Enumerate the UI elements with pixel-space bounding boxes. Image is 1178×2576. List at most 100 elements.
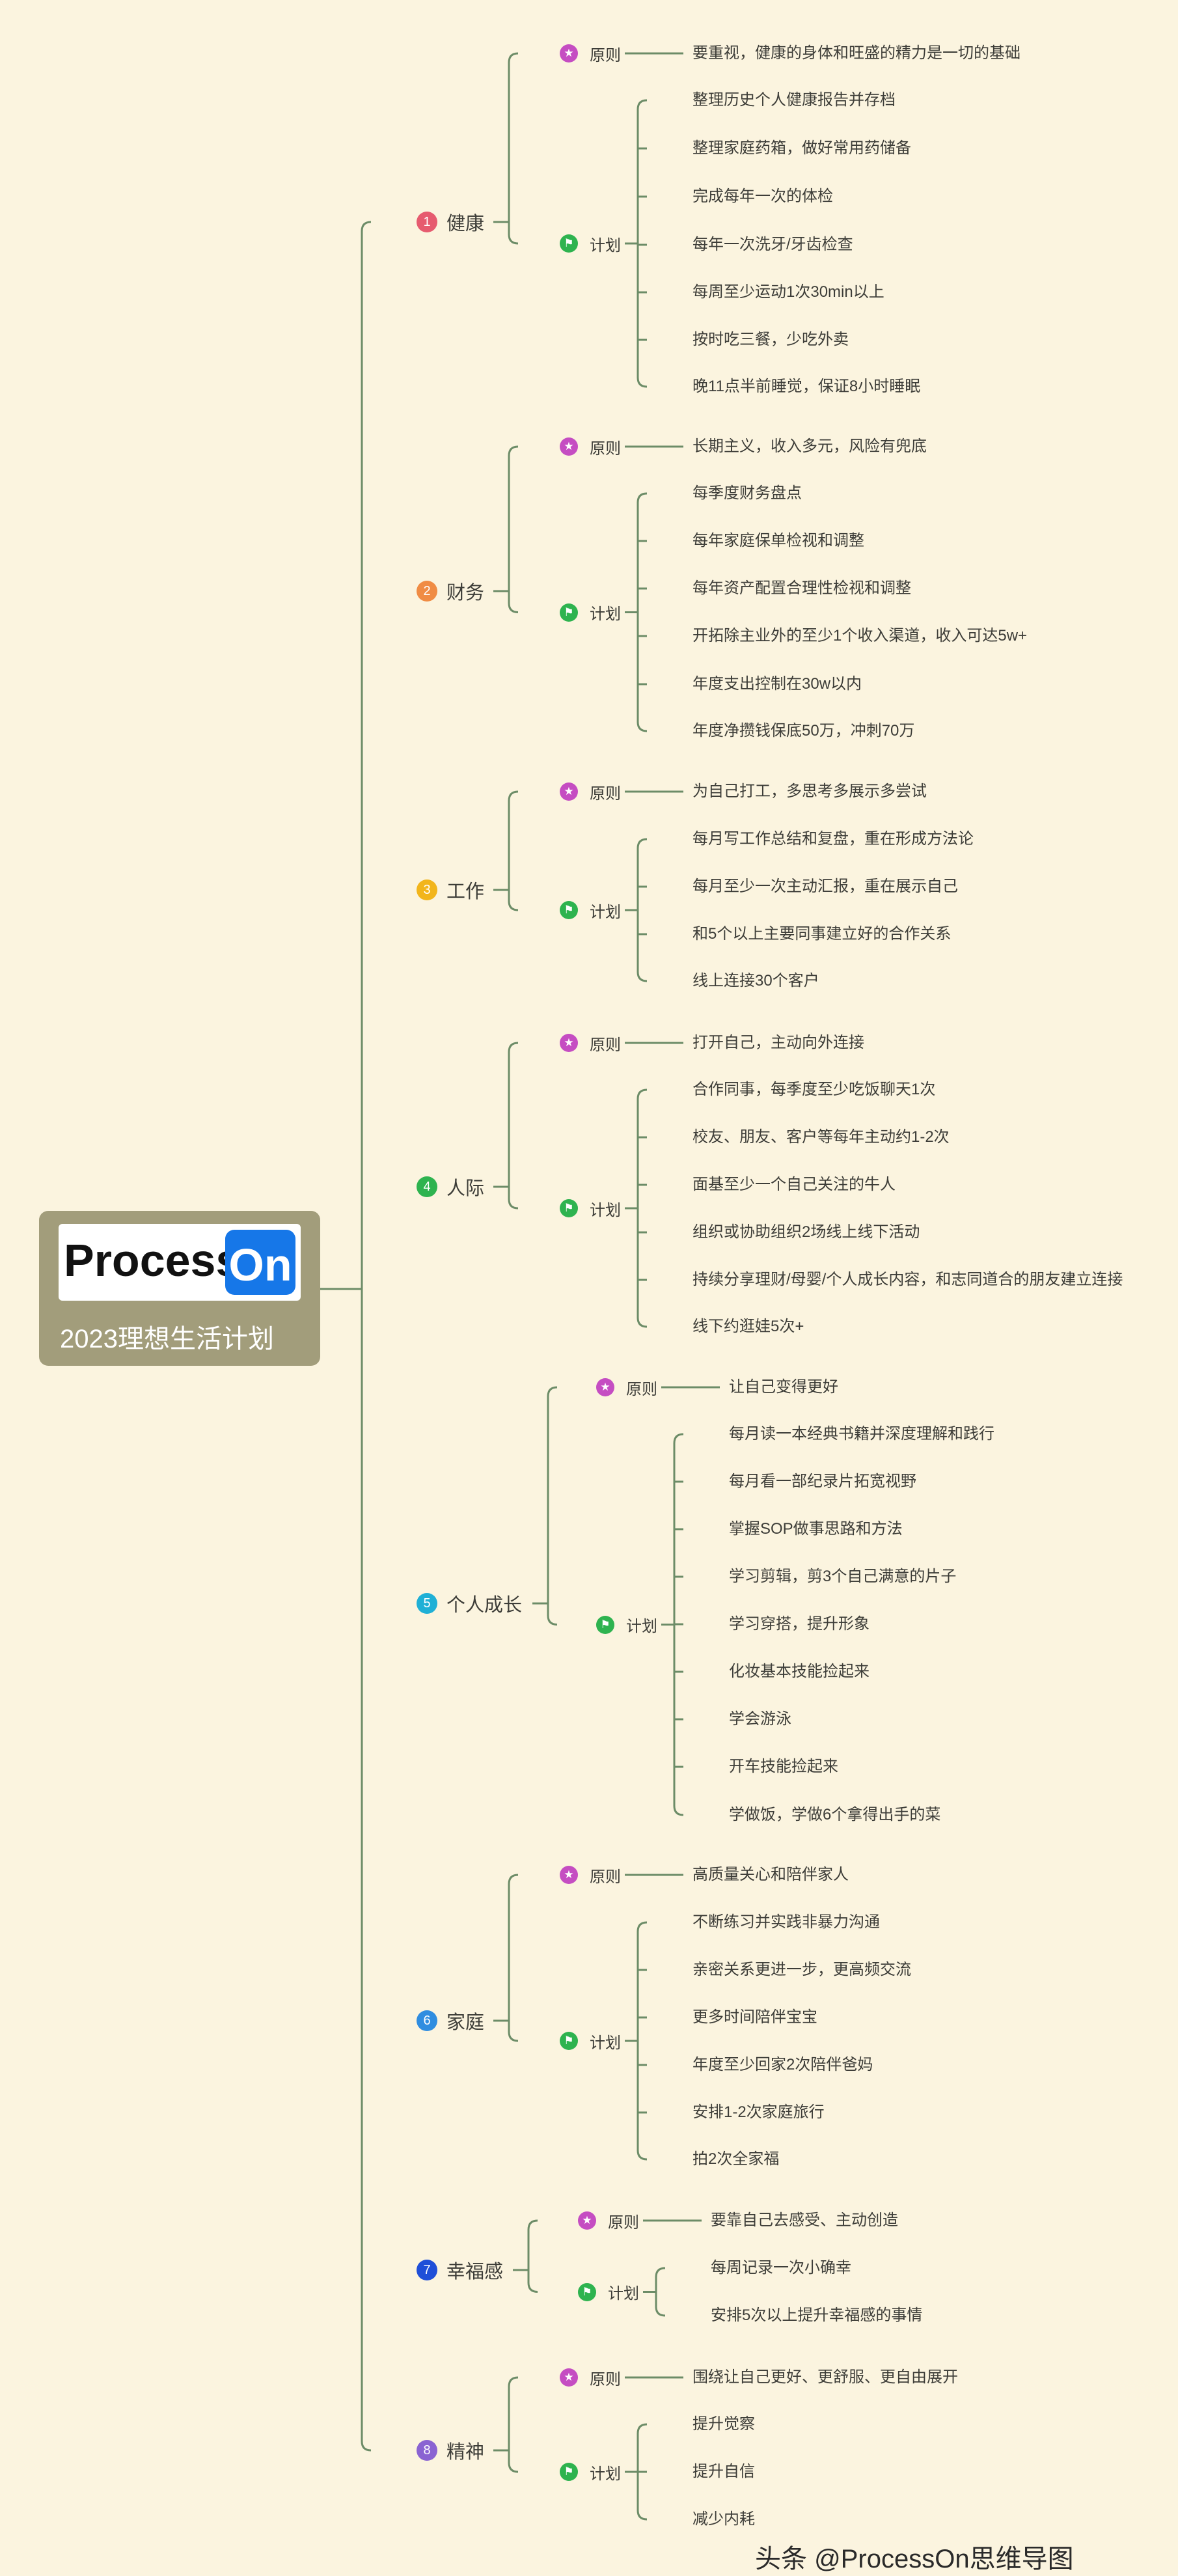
logo-on-text: On xyxy=(228,1240,292,1290)
plan-item[interactable]: 线下约逛娃5次+ xyxy=(692,1318,804,1335)
star-icon: ★ xyxy=(560,782,578,801)
principle-node-5[interactable]: ★ 原则 xyxy=(596,1374,657,1400)
plan-item[interactable]: 每月写工作总结和复盘，重在形成方法论 xyxy=(692,830,974,848)
plan-item[interactable]: 学做饭，学做6个拿得出手的菜 xyxy=(729,1806,941,1823)
root-node[interactable]: Process On 2023理想生活计划 xyxy=(39,1211,320,1366)
plan-item[interactable]: 每年家庭保单检视和调整 xyxy=(692,532,864,549)
plan-node-8[interactable]: ⚑ 计划 xyxy=(560,2459,621,2485)
plan-label: 计划 xyxy=(608,2285,639,2303)
principle-node-7[interactable]: ★原则 xyxy=(578,2208,639,2234)
principle-item[interactable]: 围绕让自己更好、更舒服、更自由展开 xyxy=(692,2368,958,2386)
plan-item[interactable]: 亲密关系更进一步，更高频交流 xyxy=(692,1961,911,1978)
plan-node-4[interactable]: ⚑计划 xyxy=(560,1195,621,1221)
plan-item[interactable]: 不断练习并实践非暴力沟通 xyxy=(692,1913,880,1931)
principle-item[interactable]: 让自己变得更好 xyxy=(729,1378,838,1396)
plan-bracket-4 xyxy=(637,1088,648,1328)
plan-item[interactable]: 每年一次洗牙/牙齿检查 xyxy=(692,236,853,253)
plan-item[interactable]: 提升自信 xyxy=(692,2463,755,2480)
plan-item[interactable]: 每月至少一次主动汇报，重在展示自己 xyxy=(692,878,958,895)
flag-icon: ⚑ xyxy=(560,901,578,919)
principle-item[interactable]: 打开自己，主动向外连接 xyxy=(692,1034,864,1051)
topic-label: 财务 xyxy=(446,583,485,603)
plan-item[interactable]: 每月看一部纪录片拓宽视野 xyxy=(729,1473,916,1490)
star-icon: ★ xyxy=(560,44,578,62)
plan-item[interactable]: 每周至少运动1次30min以上 xyxy=(692,283,884,301)
plan-bracket-6 xyxy=(637,1921,648,2161)
principle-item[interactable]: 长期主义，收入多元，风险有兜底 xyxy=(692,437,927,455)
plan-item[interactable]: 年度支出控制在30w以内 xyxy=(692,675,862,693)
plan-item[interactable]: 掌握SOP做事思路和方法 xyxy=(729,1520,903,1538)
principle-label: 原则 xyxy=(626,1380,657,1398)
plan-item[interactable]: 学习穿搭，提升形象 xyxy=(729,1615,870,1633)
plan-item[interactable]: 学会游泳 xyxy=(729,1710,791,1728)
plan-item[interactable]: 持续分享理财/母婴/个人成长内容，和志同道合的朋友建立连接 xyxy=(692,1271,1123,1288)
plan-item[interactable]: 每季度财务盘点 xyxy=(692,484,802,502)
principle-item[interactable]: 要靠自己去感受、主动创造 xyxy=(711,2211,898,2229)
principle-label: 原则 xyxy=(590,1868,621,1886)
plan-item[interactable]: 校友、朋友、客户等每年主动约1-2次 xyxy=(692,1128,950,1146)
plan-label: 计划 xyxy=(590,2034,621,2052)
plan-item[interactable]: 更多时间陪伴宝宝 xyxy=(692,2008,817,2026)
principle-node-1[interactable]: ★原则 xyxy=(560,40,621,66)
plan-node-1[interactable]: ⚑计划 xyxy=(560,230,621,256)
principle-item[interactable]: 高质量关心和陪伴家人 xyxy=(692,1866,849,1883)
plan-item[interactable]: 年度至少回家2次陪伴爸妈 xyxy=(692,2056,873,2073)
topic-label: 健康 xyxy=(446,214,485,234)
plan-item[interactable]: 线上连接30个客户 xyxy=(692,972,819,990)
plan-item[interactable]: 组织或协助组织2场线上线下活动 xyxy=(692,1223,920,1241)
plan-label: 计划 xyxy=(590,2465,621,2483)
principle-node-4[interactable]: ★原则 xyxy=(560,1030,621,1056)
plan-item[interactable]: 开车技能捡起来 xyxy=(729,1758,838,1775)
flag-icon: ⚑ xyxy=(560,603,578,622)
star-icon: ★ xyxy=(578,2211,596,2230)
plan-item[interactable]: 晚11点半前睡觉，保证8小时睡眠 xyxy=(692,378,921,395)
plan-item[interactable]: 每月读一本经典书籍并深度理解和践行 xyxy=(729,1425,994,1443)
plan-node-5[interactable]: ⚑计划 xyxy=(596,1612,657,1638)
plan-item[interactable]: 安排1-2次家庭旅行 xyxy=(692,2103,825,2121)
plan-item[interactable]: 每周记录一次小确幸 xyxy=(711,2259,851,2277)
principle-node-8[interactable]: ★原则 xyxy=(560,2364,621,2390)
flag-icon: ⚑ xyxy=(560,2463,578,2481)
plan-item[interactable]: 开拓除主业外的至少1个收入渠道，收入可达5w+ xyxy=(692,627,1028,644)
plan-node-7[interactable]: ⚑计划 xyxy=(578,2279,639,2305)
principle-label: 原则 xyxy=(590,2370,621,2389)
plan-node-6[interactable]: ⚑计划 xyxy=(560,2028,621,2054)
principle-item[interactable]: 要重视，健康的身体和旺盛的精力是一切的基础 xyxy=(692,44,1020,62)
plan-item[interactable]: 合作同事，每季度至少吃饭聊天1次 xyxy=(692,1081,936,1098)
plan-item[interactable]: 拍2次全家福 xyxy=(692,2150,780,2168)
plan-item[interactable]: 和5个以上主要同事建立好的合作关系 xyxy=(692,925,952,943)
plan-item[interactable]: 化妆基本技能捡起来 xyxy=(729,1663,870,1680)
plan-item[interactable]: 按时吃三餐，少吃外卖 xyxy=(692,331,849,348)
plan-item[interactable]: 完成每年一次的体检 xyxy=(692,187,833,205)
plan-item[interactable]: 每年资产配置合理性检视和调整 xyxy=(692,579,911,597)
topic-bracket-6 xyxy=(508,1874,519,2042)
star-icon: ★ xyxy=(596,1378,614,1396)
topic-number-badge: 3 xyxy=(417,879,437,900)
processon-logo: Process On xyxy=(59,1224,301,1301)
principle-node-3[interactable]: ★原则 xyxy=(560,779,621,805)
plan-label: 计划 xyxy=(590,605,621,623)
principle-item[interactable]: 为自己打工，多思考多展示多尝试 xyxy=(692,782,927,800)
plan-item[interactable]: 提升觉察 xyxy=(692,2415,755,2433)
plan-node-2[interactable]: ⚑ 计划 xyxy=(560,600,621,626)
topic-number-badge: 7 xyxy=(417,2260,437,2280)
plan-item[interactable]: 安排5次以上提升幸福感的事情 xyxy=(711,2306,923,2324)
plan-item[interactable]: 整理家庭药箱，做好常用药储备 xyxy=(692,139,911,157)
principle-node-6[interactable]: ★原则 xyxy=(560,1862,621,1888)
plan-item[interactable]: 面基至少一个自己关注的牛人 xyxy=(692,1176,896,1193)
plan-item[interactable]: 年度净攒钱保底50万，冲刺70万 xyxy=(692,722,915,740)
principle-node-2[interactable]: ★原则 xyxy=(560,434,621,460)
plan-item[interactable]: 学习剪辑，剪3个自己满意的片子 xyxy=(729,1568,957,1585)
plan-item[interactable]: 减少内耗 xyxy=(692,2510,755,2528)
plan-node-3[interactable]: ⚑计划 xyxy=(560,897,621,923)
plan-label: 计划 xyxy=(626,1618,657,1635)
plan-item[interactable]: 整理历史个人健康报告并存档 xyxy=(692,91,896,109)
